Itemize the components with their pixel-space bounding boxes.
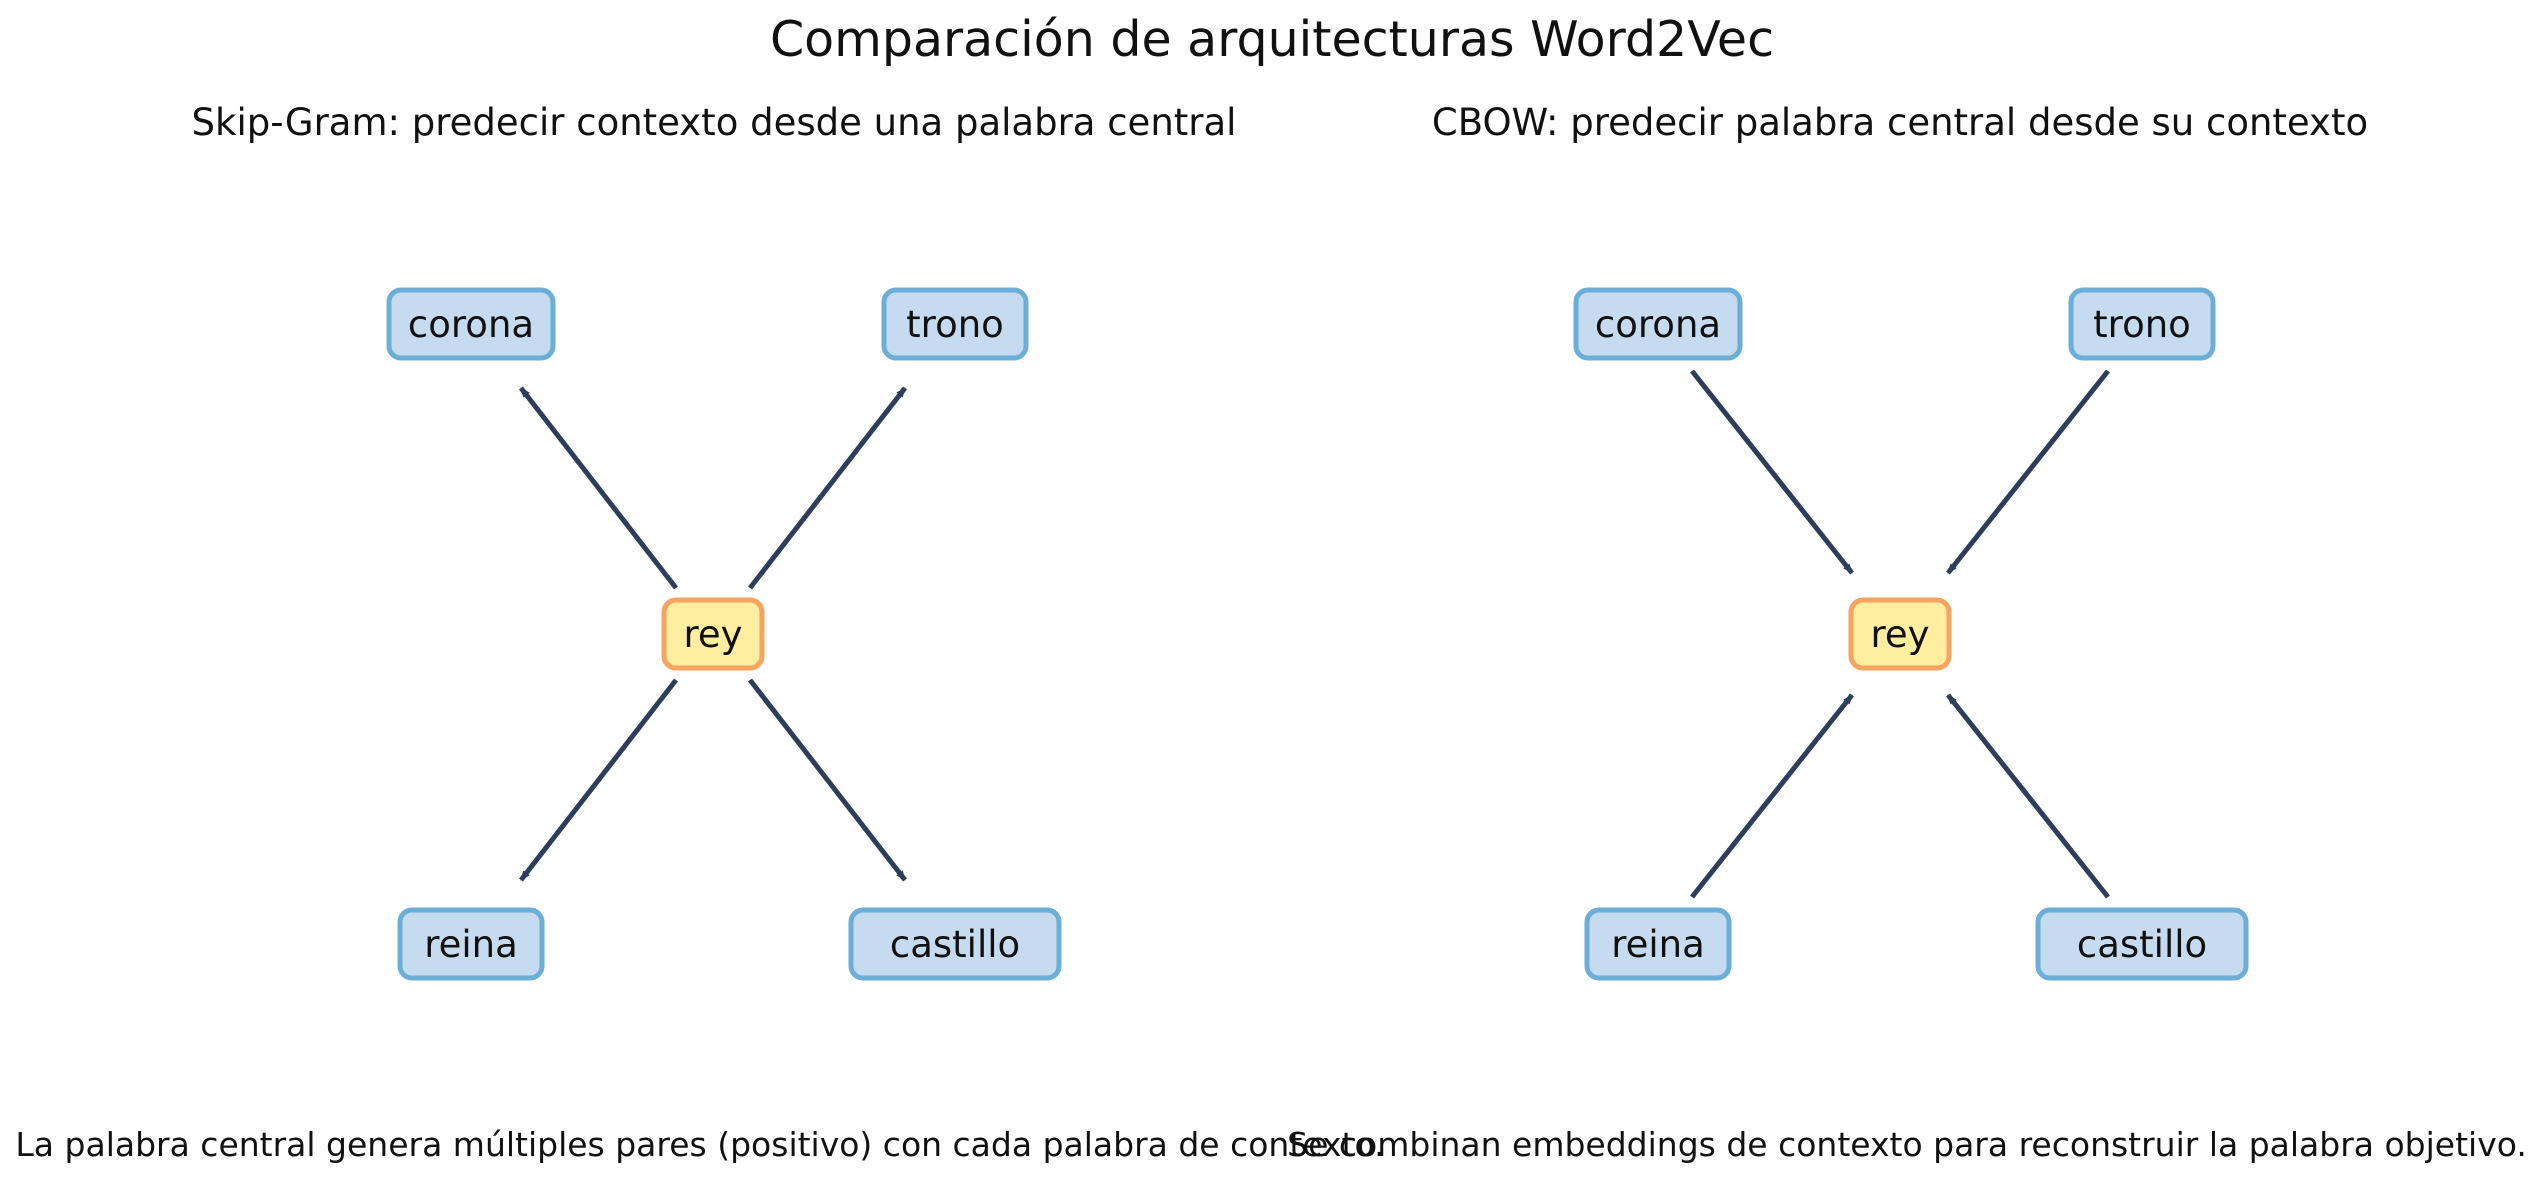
- panel-title: Skip-Gram: predecir contexto desde una p…: [192, 101, 1237, 144]
- panel-nodes: corona trono reina castillo rey: [1573, 287, 2249, 981]
- edge-arrow: [748, 678, 907, 882]
- panel-cbow: CBOW: predecir palabra central desde su …: [1287, 101, 2527, 1164]
- node-box: [2035, 907, 2249, 981]
- figure-title: Comparación de arquitecturas Word2Vec: [770, 11, 1774, 68]
- edge-arrow: [1690, 369, 1854, 575]
- node-label: trono: [906, 303, 1004, 346]
- node-box: [848, 907, 1062, 981]
- edge-arrow: [1946, 693, 2110, 899]
- context-node: trono: [881, 287, 1029, 361]
- node-label: rey: [1870, 613, 1929, 656]
- context-node: castillo: [848, 907, 1062, 981]
- node-label: reina: [424, 923, 518, 966]
- edge-arrow: [748, 386, 907, 590]
- context-node: corona: [386, 287, 556, 361]
- node-box: [881, 287, 1029, 361]
- edge-arrow: [1946, 369, 2110, 575]
- context-node: trono: [2068, 287, 2216, 361]
- node-box: [2068, 287, 2216, 361]
- node-label: rey: [683, 613, 742, 656]
- edge-arrow: [519, 386, 678, 590]
- panel-edges: [1690, 369, 2110, 899]
- panel-title: CBOW: predecir palabra central desde su …: [1432, 101, 2368, 144]
- node-label: trono: [2093, 303, 2191, 346]
- node-box: [397, 907, 545, 981]
- center-node: rey: [1848, 597, 1952, 671]
- panel-caption: Se combinan embeddings de contexto para …: [1287, 1125, 2527, 1164]
- node-label: castillo: [890, 923, 1020, 966]
- node-label: reina: [1611, 923, 1705, 966]
- edge-arrow: [519, 678, 678, 882]
- node-box: [1848, 597, 1952, 671]
- node-box: [1584, 907, 1732, 981]
- panel-caption: La palabra central genera múltiples pare…: [15, 1125, 1384, 1164]
- node-box: [386, 287, 556, 361]
- center-node: rey: [661, 597, 765, 671]
- panel-edges: [519, 386, 907, 882]
- node-label: castillo: [2077, 923, 2207, 966]
- context-node: castillo: [2035, 907, 2249, 981]
- context-node: reina: [397, 907, 545, 981]
- edge-arrow: [1690, 693, 1854, 899]
- node-box: [661, 597, 765, 671]
- node-label: corona: [408, 303, 534, 346]
- node-label: corona: [1595, 303, 1721, 346]
- panel-nodes: corona trono reina castillo rey: [386, 287, 1062, 981]
- panel-skip-gram: Skip-Gram: predecir contexto desde una p…: [15, 101, 1384, 1164]
- context-node: reina: [1584, 907, 1732, 981]
- context-node: corona: [1573, 287, 1743, 361]
- node-box: [1573, 287, 1743, 361]
